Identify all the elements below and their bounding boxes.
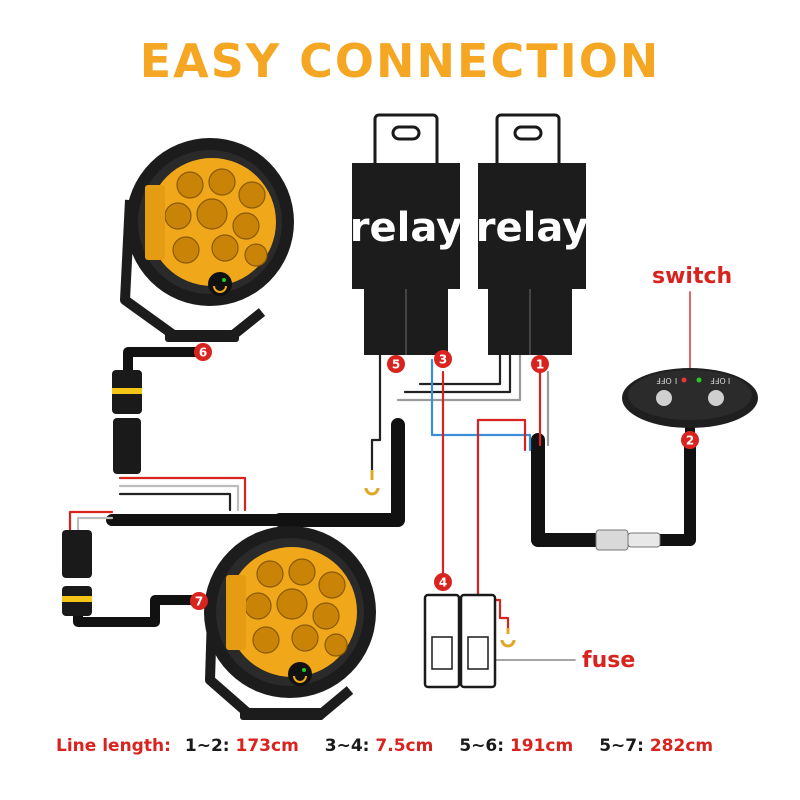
harness-switch [531, 433, 607, 547]
switch-left-on-mark: I [675, 377, 677, 386]
wire-ground-black [370, 353, 382, 472]
harness-main [273, 418, 405, 527]
connectors [62, 370, 661, 648]
switch-led-red [681, 377, 687, 383]
relay-1: relay [350, 113, 462, 355]
lamp-bottom [204, 526, 376, 720]
wire-red-upper [118, 476, 247, 512]
switch-button-right [708, 390, 724, 406]
line-length-item: 5~7: 282cm [599, 736, 713, 756]
line-length-legend: Line length: 1~2: 173cm 3~4: 7.5cm 5~6: 191… [56, 736, 776, 756]
wire-red-lower [68, 510, 114, 532]
lamp-top-logo [208, 272, 232, 296]
harness-switch-right [654, 434, 696, 546]
svg-text:7: 7 [195, 595, 203, 609]
wire-grey-bus [396, 353, 522, 402]
marker-6: 6 [194, 343, 212, 361]
markers: 1 2 3 4 5 6 7 [190, 343, 699, 610]
line-length-item: 3~4: 7.5cm [325, 736, 434, 756]
lamp-bottom-panel [226, 575, 246, 650]
line-length-value: 282cm [649, 736, 714, 756]
lamp-top [120, 138, 294, 342]
line-length-range: 5~7: [599, 736, 644, 756]
relay-2-bracket-hole [513, 125, 543, 141]
fuse-label: fuse [582, 648, 636, 673]
switch-plug-b [627, 532, 661, 548]
wire-black-bus [403, 353, 512, 394]
wire-black-bus2 [418, 353, 502, 386]
lamp-bottom-reflectors [244, 558, 348, 657]
connector-lower-a [62, 530, 92, 578]
fuse-holder [423, 593, 497, 689]
lamp-top-mount [165, 330, 239, 342]
marker-1: 1 [531, 355, 549, 373]
svg-text:3: 3 [439, 353, 447, 367]
fuse-holder-right-slot [467, 636, 489, 670]
svg-text:5: 5 [392, 358, 400, 372]
line-length-item: 5~6: 191cm [459, 736, 573, 756]
connector-upper-a-band [112, 388, 142, 394]
switch-face [628, 370, 752, 420]
relay-1-body [352, 163, 460, 289]
marker-3: 3 [434, 350, 452, 368]
relay-2-body [478, 163, 586, 289]
marker-7: 7 [190, 592, 208, 610]
wire-white-lower [76, 516, 114, 532]
switch-left-off-text: OFF [656, 376, 672, 385]
lamp-top-panel [145, 185, 165, 260]
svg-text:1: 1 [536, 358, 544, 372]
relay-2-label: relay [476, 205, 588, 251]
switch-led-green [696, 377, 702, 383]
line-length-range: 3~4: [324, 736, 370, 756]
relay-2: relay [476, 113, 588, 355]
wire-white-upper [118, 484, 240, 512]
svg-text:2: 2 [686, 434, 694, 448]
svg-text:4: 4 [439, 576, 447, 590]
lamp-bottom-logo-dot [302, 668, 306, 672]
wire-red-fuse [476, 418, 527, 602]
switch-panel: OFF I OFF I [622, 368, 758, 428]
lamp-top-logo-dot [222, 278, 226, 282]
connector-upper-b [113, 418, 141, 474]
line-length-value: 191cm [509, 736, 574, 756]
switch-right-on-mark: I [728, 377, 730, 386]
marker-2: 2 [681, 431, 699, 449]
line-length-range: 5~6: [459, 736, 505, 756]
lamp-bottom-logo [288, 662, 312, 686]
switch-label: switch [652, 264, 733, 289]
line-length-item: 1~2: 173cm [185, 736, 299, 756]
harness-lamp7 [73, 595, 205, 627]
marker-4: 4 [434, 573, 452, 591]
fuse-holder-left-slot [431, 636, 453, 670]
line-length-heading: Line length: [56, 736, 171, 756]
line-length-value: 7.5cm [375, 736, 434, 756]
svg-text:6: 6 [199, 346, 207, 360]
marker-5: 5 [387, 355, 405, 373]
ring-terminal-ground [364, 470, 380, 496]
ring-terminal-battery [500, 628, 516, 648]
wire-black-upper [118, 492, 232, 512]
switch-plug-a [595, 529, 629, 551]
switch-button-left [656, 390, 672, 406]
lamp-bottom-logo-mark [293, 675, 307, 683]
switch-right-off-text: OFF [710, 376, 726, 385]
harness-lamp6 [123, 347, 205, 375]
lamp-top-logo-mark [213, 285, 227, 293]
wire-blue [430, 358, 532, 452]
line-length-value: 173cm [235, 736, 299, 756]
page-title: EASY CONNECTION [139, 34, 661, 88]
lamp-bottom-mount [240, 708, 324, 720]
relay-1-bracket-hole [391, 125, 421, 141]
connector-lower-b-band [62, 596, 92, 602]
lamp-top-reflectors [164, 168, 268, 267]
relay-1-label: relay [350, 205, 462, 251]
line-length-range: 1~2: [184, 736, 230, 756]
